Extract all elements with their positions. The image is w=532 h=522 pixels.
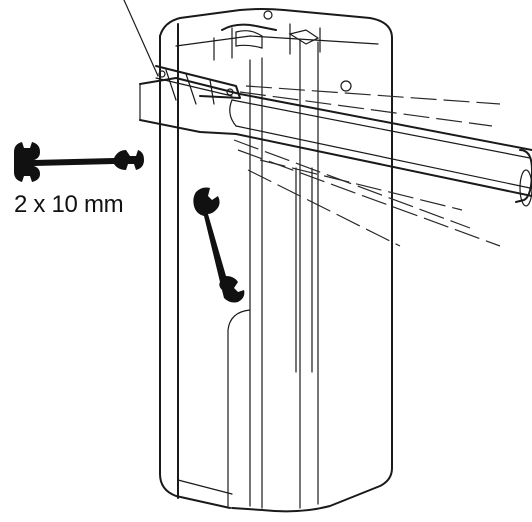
wrench-icon bbox=[14, 142, 144, 182]
wrench-size-label: 2 x 10 mm bbox=[14, 191, 124, 218]
wrench-icon-vertical bbox=[193, 187, 245, 303]
boom-arm bbox=[139, 65, 532, 247]
leader-line bbox=[123, 0, 159, 77]
barrier-column bbox=[159, 8, 393, 513]
